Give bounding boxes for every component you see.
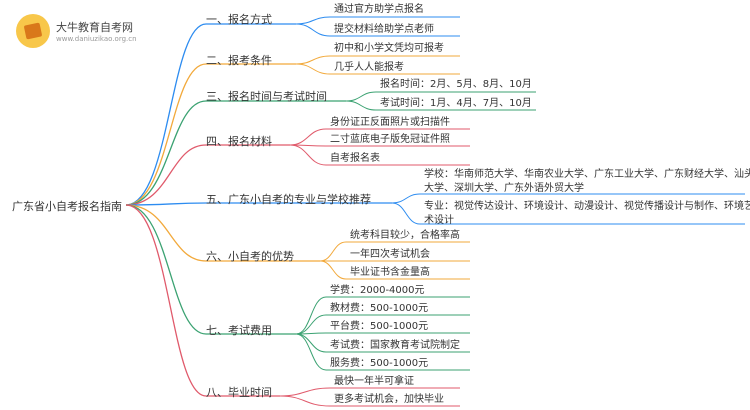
leaf-item: 考试时间：1月、4月、7月、10月 (380, 98, 532, 109)
leaf-item: 最快一年半可拿证 (334, 376, 414, 387)
leaf-item: 几乎人人能报考 (334, 62, 404, 73)
category-majors-schools: 五、广东小自考的专业与学校推荐 (206, 193, 371, 206)
book-logo-icon (16, 14, 50, 48)
leaf-item: 专业：视觉传达设计、环境设计、动漫设计、视觉传播设计与制作、环境艺术设计 (424, 201, 750, 226)
leaf-connector (279, 387, 331, 397)
logo-site-url: www.daniuzikao.org.cn (56, 35, 137, 43)
leaf-connector (295, 63, 331, 75)
leaf-connector (391, 193, 421, 204)
leaf-item: 报名时间：2月、5月、8月、10月 (380, 79, 532, 90)
leaf-connector (295, 314, 327, 335)
logo-title: 大牛教育自考网 (56, 21, 133, 34)
leaf-item: 身份证正反面照片或扫描件 (330, 117, 450, 128)
leaf-item: 统考科目较少，合格率高 (350, 230, 460, 241)
category-signup-method: 一、报名方式 (206, 13, 272, 26)
leaf-item: 提交材料给助学点老师 (334, 24, 434, 35)
leaf-connector (295, 55, 331, 65)
leaf-connector (391, 202, 421, 225)
leaf-item: 服务费：500-1000元 (330, 358, 429, 369)
root-topic: 广东省小自考报名指南 (12, 200, 122, 213)
leaf-item: 学费：2000-4000元 (330, 285, 425, 296)
category-materials: 四、报名材料 (206, 135, 272, 148)
category-graduation: 八、毕业时间 (206, 386, 272, 399)
leaf-connector (295, 296, 327, 335)
leaf-connector (295, 16, 331, 25)
branch-connector (125, 63, 207, 206)
leaf-connector (295, 23, 331, 37)
branch-connector (125, 204, 207, 397)
leaf-connector (345, 91, 377, 102)
leaf-item: 毕业证书含金量高 (350, 267, 430, 278)
leaf-connector (289, 144, 327, 166)
branch-connector (125, 23, 207, 206)
leaf-item: 教材费：500-1000元 (330, 303, 429, 314)
leaf-connector (289, 128, 327, 146)
branch-connector (125, 204, 207, 262)
branch-connector (125, 100, 207, 206)
category-schedule: 三、报名时间与考试时间 (206, 90, 327, 103)
leaf-connector (295, 333, 327, 353)
leaf-item: 学校：华南师范大学、华南农业大学、广东工业大学、广东财经大学、汕头大学、深圳大学… (424, 169, 750, 194)
leaf-connector (295, 333, 327, 371)
category-requirements: 二、报考条件 (206, 54, 272, 67)
branch-connector (125, 144, 207, 206)
leaf-item: 考试费：国家教育考试院制定 (330, 340, 460, 351)
leaf-connector (345, 100, 377, 111)
category-fees: 七、考试费用 (206, 324, 272, 337)
leaf-item: 更多考试机会，加快毕业 (334, 394, 444, 405)
leaf-item: 通过官方助学点报名 (334, 4, 424, 15)
leaf-item: 自考报名表 (330, 153, 380, 164)
category-advantages: 六、小自考的优势 (206, 250, 294, 263)
leaf-item: 初中和小学文凭均可报考 (334, 43, 444, 54)
branch-connector (125, 204, 207, 335)
branch-connector (125, 202, 207, 206)
leaf-item: 二寸蓝底电子版免冠证件照 (330, 134, 450, 145)
leaf-item: 一年四次考试机会 (350, 249, 430, 260)
leaf-connector (279, 395, 331, 407)
site-logo: 大牛教育自考网 www.daniuzikao.org.cn (16, 14, 137, 48)
leaf-connector (319, 260, 347, 280)
leaf-item: 平台费：500-1000元 (330, 321, 429, 332)
leaf-connector (319, 241, 347, 262)
